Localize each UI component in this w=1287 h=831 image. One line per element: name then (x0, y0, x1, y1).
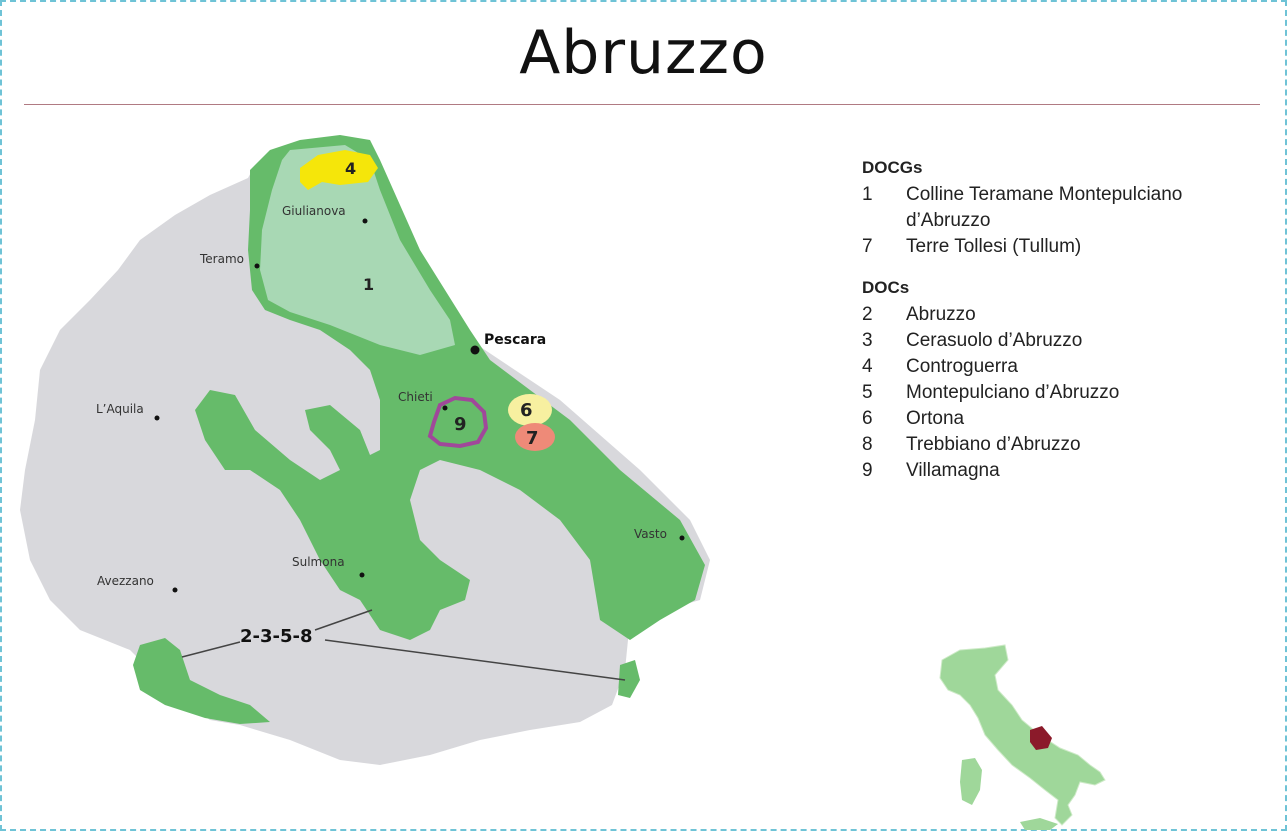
legend-item-label: Abruzzo (906, 304, 976, 325)
city-dot-avezzano (172, 587, 178, 593)
legend: DOCGs 1 Colline Teramane Montepulciano d… (862, 158, 1272, 502)
legend-item: 2 Abruzzo (862, 302, 1272, 328)
italy-inset-map (939, 644, 1106, 830)
city-dot-vasto (679, 535, 685, 541)
legend-item: 8 Trebbiano d’Abruzzo (862, 432, 1272, 458)
legend-item-label: Trebbiano d’Abruzzo (906, 434, 1081, 455)
doc-zone-southeast (618, 660, 640, 698)
legend-item-number: 5 (862, 382, 873, 403)
legend-item: 9 Villamagna (862, 458, 1272, 484)
doc-zone-6 (508, 394, 552, 426)
legend-item: 1 Colline Teramane Montepulciano d’Abruz… (862, 182, 1272, 234)
legend-item-number: 9 (862, 460, 873, 481)
legend-item-label: Ortona (906, 408, 965, 429)
legend-item-number: 3 (862, 330, 873, 351)
city-dot-sulmona (359, 572, 365, 578)
city-dot-giulianova (362, 218, 368, 224)
leader-line-west (181, 641, 241, 658)
city-dot-teramo (254, 263, 260, 269)
doc-zone-southwest (133, 638, 270, 724)
city-label-chieti: Chieti (398, 390, 433, 404)
zone-label-4: 4 (345, 159, 356, 178)
legend-item: 5 Montepulciano d’Abruzzo (862, 380, 1272, 406)
leader-line-east (324, 639, 626, 681)
zone-label-1: 1 (363, 275, 374, 294)
legend-item-label: Colline Teramane Montepulciano d’Abruzzo (906, 184, 1183, 231)
docg-zone-1 (260, 145, 455, 355)
legend-item-label: Villamagna (906, 460, 1000, 481)
italy-sardinia (960, 758, 982, 805)
legend-item-label: Controguerra (906, 356, 1018, 377)
city-label-pescara: Pescara (484, 332, 546, 348)
legend-item-number: 1 (862, 184, 873, 205)
city-label-laquila: L’Aquila (96, 402, 144, 416)
city-label-giulianova: Giulianova (282, 204, 346, 218)
legend-docg-heading: DOCGs (862, 158, 923, 177)
legend-item-number: 4 (862, 356, 873, 377)
zone-label-7: 7 (526, 428, 539, 449)
legend-item-label: Terre Tollesi (Tullum) (906, 236, 1082, 257)
legend-item-label: Cerasuolo d’Abruzzo (906, 330, 1083, 351)
legend-item: 4 Controguerra (862, 354, 1272, 380)
legend-doc-heading: DOCs (862, 278, 910, 297)
legend-item-number: 2 (862, 304, 873, 325)
zone-label-9: 9 (454, 414, 467, 435)
legend-doc-group: DOCs 2 Abruzzo 3 Cerasuolo d’Abruzzo 4 C… (862, 278, 1272, 484)
page-title: Abruzzo (519, 18, 768, 88)
abruzzo-highlight (1030, 726, 1052, 750)
legend-item-number: 8 (862, 434, 873, 455)
italy-mainland (939, 644, 1106, 826)
italy-sicily (1020, 818, 1058, 830)
legend-item-label: Montepulciano d’Abruzzo (906, 382, 1120, 403)
city-label-teramo: Teramo (199, 252, 244, 266)
zone-label-6: 6 (520, 400, 533, 421)
zone-label-2-3-5-8: 2-3-5-8 (240, 626, 313, 647)
city-dot-pescara (470, 345, 480, 355)
legend-item-number: 6 (862, 408, 873, 429)
city-dot-chieti (442, 405, 448, 411)
city-label-avezzano: Avezzano (97, 574, 154, 588)
title-rule (24, 104, 1260, 105)
city-label-sulmona: Sulmona (292, 555, 345, 569)
legend-docg-group: DOCGs 1 Colline Teramane Montepulciano d… (862, 158, 1272, 260)
doc-zone-9 (427, 395, 489, 449)
legend-item: 3 Cerasuolo d’Abruzzo (862, 328, 1272, 354)
leader-line-north (314, 609, 373, 631)
city-dot-laquila (154, 415, 160, 421)
legend-item: 7 Terre Tollesi (Tullum) (862, 234, 1272, 260)
city-label-vasto: Vasto (634, 527, 667, 541)
doc-zone-4 (300, 150, 378, 190)
legend-item-number: 7 (862, 236, 873, 257)
docg-zone-7 (515, 423, 555, 451)
legend-item: 6 Ortona (862, 406, 1272, 432)
